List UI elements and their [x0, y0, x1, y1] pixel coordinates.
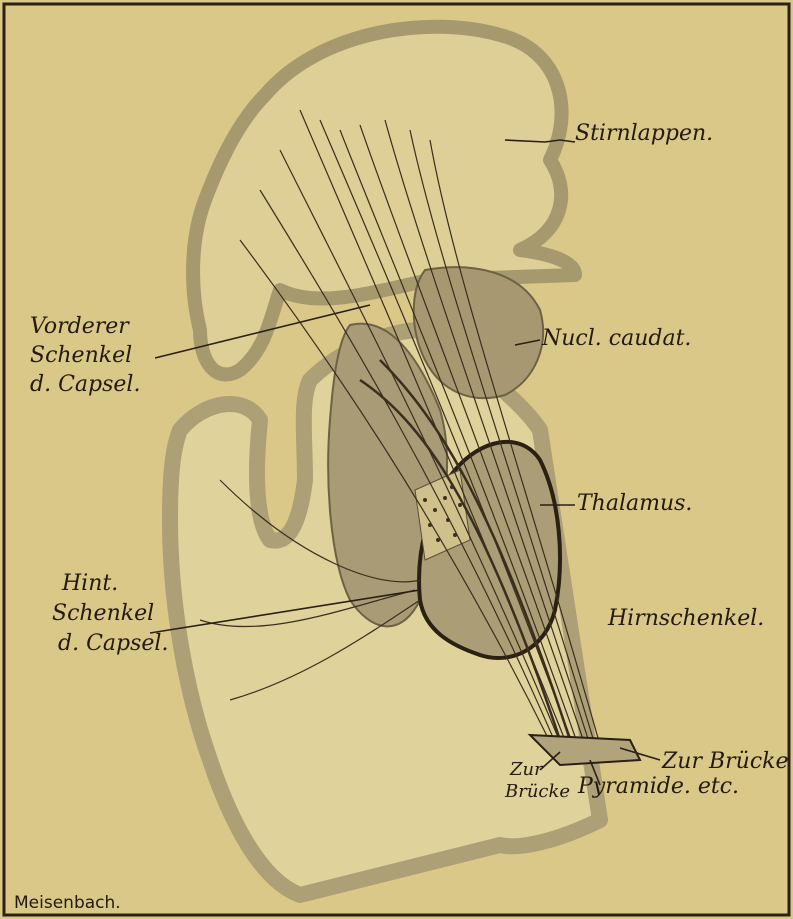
- label-zur-bruecke-right: Zur Brücke: [661, 749, 789, 774]
- label-hint-line-1: Hint.: [61, 571, 118, 596]
- label-vorderer-line-1: Vorderer: [30, 314, 130, 339]
- label-zur-bruecke-left-line-2: Brücke: [504, 781, 570, 802]
- label-nucl-caudat: Nucl. caudat.: [541, 326, 691, 351]
- label-stirnlappen: Stirnlappen.: [575, 121, 713, 146]
- label-pyramide: Pyramide. etc.: [577, 774, 739, 799]
- label-zur-bruecke-left-line-1: Zur: [509, 759, 544, 780]
- label-hint-line-3: d. Capsel.: [58, 631, 168, 656]
- label-hint-line-2: Schenkel: [52, 601, 154, 626]
- label-vorderer-line-2: Schenkel: [30, 343, 132, 368]
- engraver-signature: Meisenbach.: [14, 893, 121, 913]
- label-thalamus: Thalamus.: [577, 491, 692, 516]
- label-hirnschenkel: Hirnschenkel.: [607, 606, 764, 631]
- label-vorderer-line-3: d. Capsel.: [30, 372, 140, 397]
